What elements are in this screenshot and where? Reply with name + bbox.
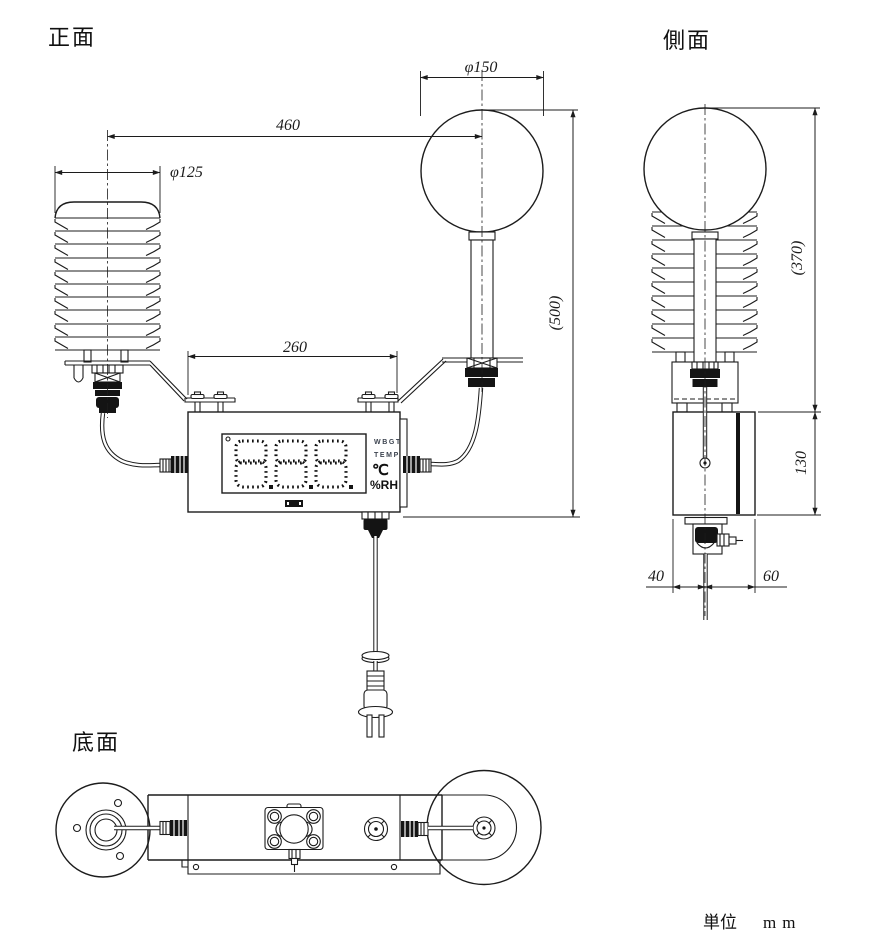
side-bottom-gland (684, 516, 743, 620)
dim-side-overall-height: (370) (789, 241, 806, 276)
front-dimensions: φ125 460 φ150 (500) 260 (54, 59, 580, 518)
bottom-cord-gland (363, 816, 389, 842)
side-dimensions: (370) 130 40 60 (646, 107, 821, 593)
units-value: mm (763, 913, 801, 932)
dim-depth-rear: 40 (648, 568, 664, 585)
dim-box-height: 130 (793, 451, 810, 475)
power-plug (357, 670, 394, 738)
dim-shield-diameter: φ125 (170, 164, 203, 181)
right-cable-connector (403, 456, 432, 473)
display-label-temp: TEMP (374, 452, 400, 459)
side-box (672, 387, 756, 516)
left-cable-connector (159, 456, 188, 473)
dim-box-width: 260 (283, 339, 307, 356)
units-label: 単位 (703, 913, 737, 932)
front-temp-probe (73, 365, 84, 383)
front-shield-cable (99, 412, 188, 473)
display-value (225, 436, 353, 489)
dim-sensor-span: 460 (276, 117, 300, 134)
front-box-brackets (184, 358, 447, 412)
front-view: 正面 (48, 25, 580, 738)
units-note: 単位 mm (703, 913, 801, 932)
bottom-view-title: 底面 (72, 730, 120, 755)
front-globe-cable (403, 387, 484, 473)
display-unit-celsius: ℃ (372, 462, 389, 479)
bottom-globe-cable (401, 821, 473, 837)
nameplate-label (285, 500, 303, 507)
display-label-wbgt: WBGT (374, 439, 402, 446)
dim-globe-diameter: φ150 (465, 59, 498, 76)
bottom-shield-cable (114, 820, 187, 836)
display-box: WBGT TEMP ℃ %RH (187, 411, 408, 513)
dim-overall-height: (500) (547, 296, 564, 331)
front-radiation-shield (54, 201, 161, 363)
bottom-power-flange (264, 803, 324, 872)
display-unit-rh: %RH (370, 478, 398, 492)
power-cord (357, 511, 394, 738)
front-shield-bracket (64, 360, 188, 402)
bottom-view: 底面 (55, 730, 542, 886)
side-view-title: 側面 (663, 28, 711, 53)
display-window (221, 433, 367, 494)
dim-depth-front: 60 (763, 568, 779, 585)
front-view-title: 正面 (48, 25, 96, 50)
side-view: 側面 (643, 28, 821, 620)
